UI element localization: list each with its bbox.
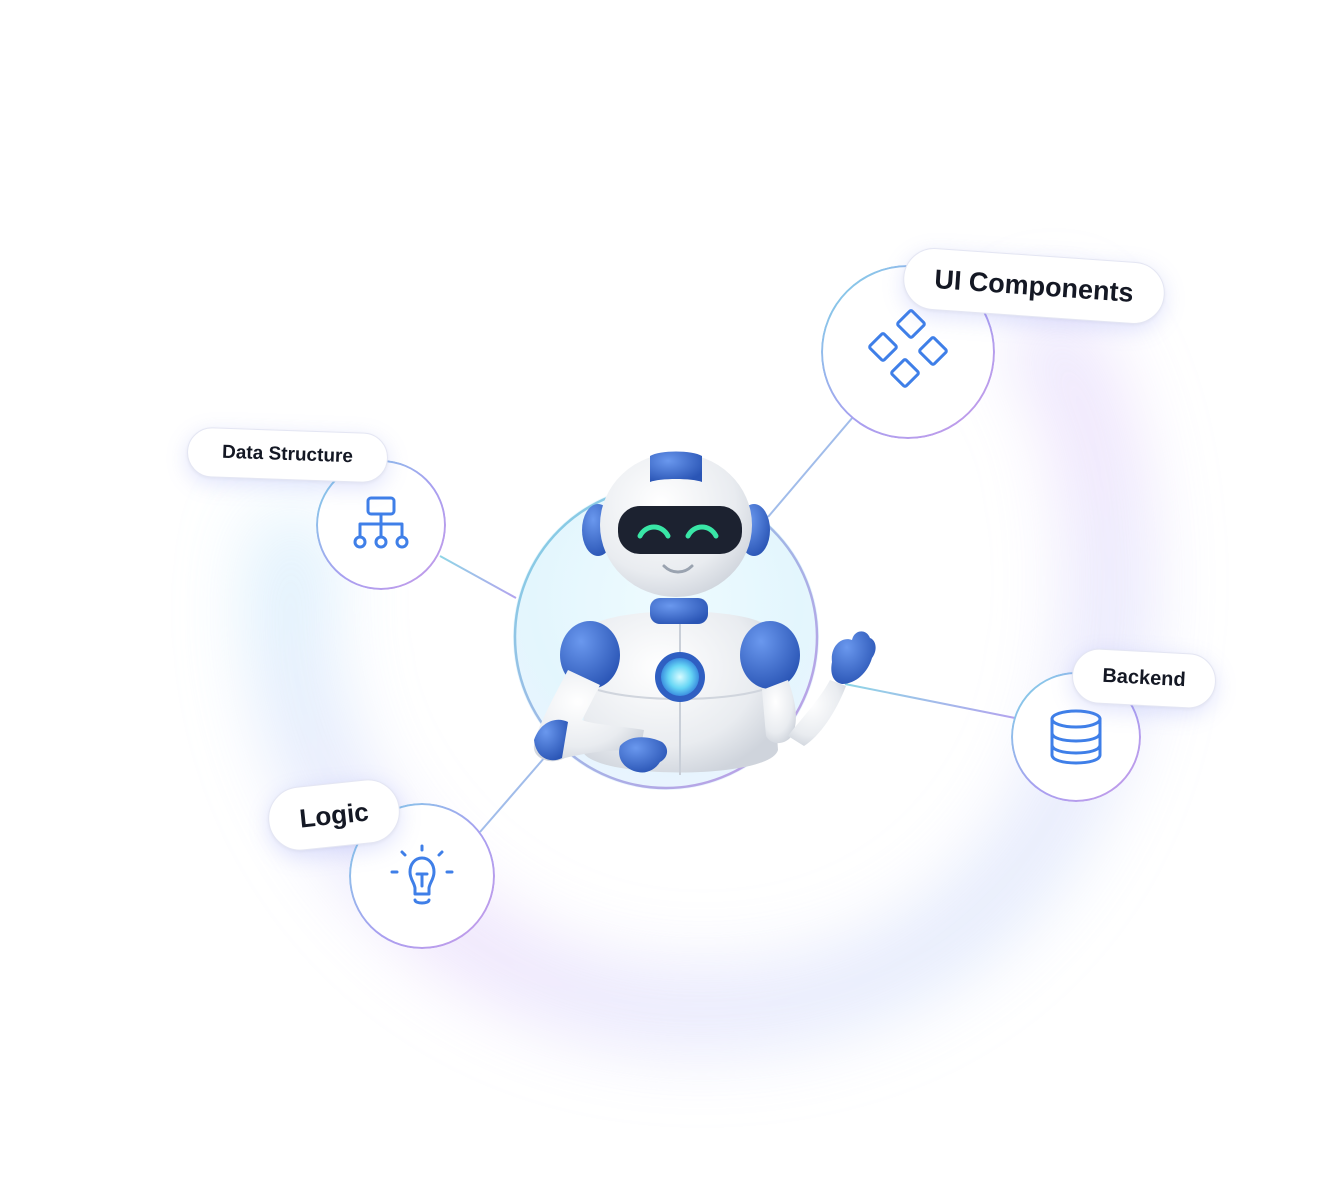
ui-components-label-text: UI Components: [933, 263, 1135, 308]
robot-head-cap: [650, 451, 702, 482]
lightbulb-icon: [388, 842, 456, 910]
robot-left-eye: [637, 524, 671, 539]
hierarchy-tree-icon: [350, 494, 412, 556]
backend-label-text: Backend: [1101, 664, 1187, 692]
node-data-structure-circle: [318, 462, 444, 588]
connector-data-structure: [439, 555, 517, 599]
logic-label-text: Logic: [297, 795, 370, 834]
robot-right-eye: [685, 524, 719, 539]
node-data-structure-label[interactable]: Data Structure: [186, 426, 389, 484]
robot-visor: [618, 506, 742, 554]
robot-right-hand: [831, 631, 876, 684]
grid-squares-icon: [865, 309, 951, 395]
node-backend-circle: [1013, 674, 1139, 800]
data-structure-label-text: Data Structure: [221, 441, 354, 468]
connector-ui-components: [767, 416, 854, 518]
database-icon: [1046, 707, 1106, 767]
robot-right-shoulder: [740, 621, 800, 689]
robot-left-hand: [619, 737, 668, 773]
node-backend-label[interactable]: Backend: [1070, 647, 1218, 710]
robot-neck: [650, 598, 708, 624]
connector-backend: [844, 683, 1016, 719]
robot-mascot: [533, 451, 876, 775]
connector-logic: [479, 756, 546, 833]
robot-right-arm: [762, 680, 796, 744]
robot-left-shoulder: [560, 621, 620, 689]
robot-mouth: [662, 564, 694, 574]
